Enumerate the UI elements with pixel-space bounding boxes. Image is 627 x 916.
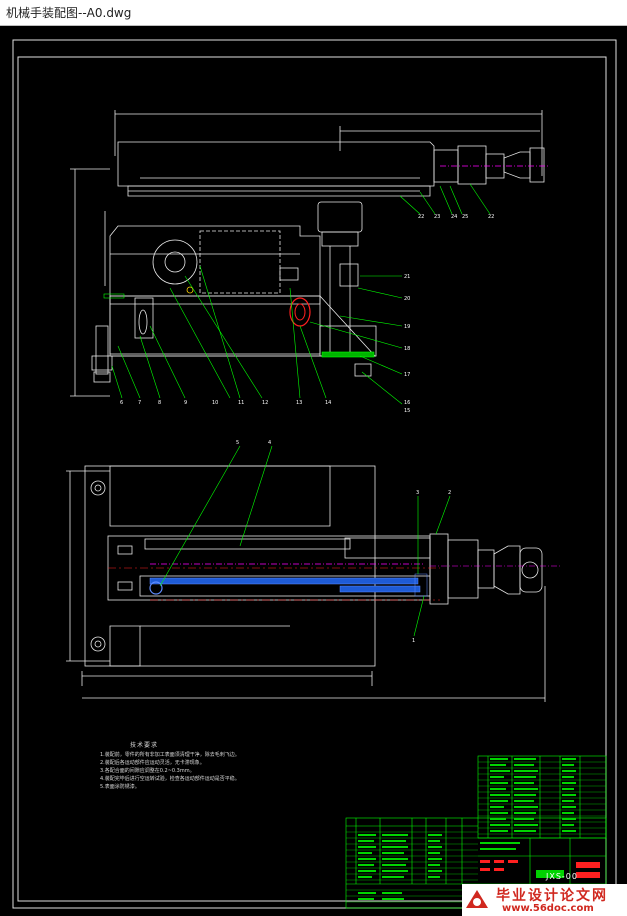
svg-text:1: 1 bbox=[412, 638, 415, 644]
svg-text:3: 3 bbox=[416, 490, 419, 496]
svg-text:17: 17 bbox=[404, 372, 410, 378]
watermark-url: www.56doc.com bbox=[502, 903, 594, 914]
plan-view-leaders bbox=[159, 445, 451, 637]
svg-text:22: 22 bbox=[488, 214, 494, 220]
svg-text:11: 11 bbox=[238, 400, 244, 406]
parts-list-rows bbox=[346, 761, 606, 903]
svg-text:21: 21 bbox=[404, 274, 410, 280]
parts-list-text-blocks bbox=[358, 758, 576, 900]
front-view bbox=[70, 110, 548, 397]
svg-text:9: 9 bbox=[184, 400, 187, 406]
svg-text:2: 2 bbox=[448, 490, 451, 496]
svg-text:14: 14 bbox=[325, 400, 331, 406]
window-title: 机械手装配图--A0.dwg bbox=[6, 6, 132, 20]
svg-text:13: 13 bbox=[296, 400, 302, 406]
svg-text:20: 20 bbox=[404, 296, 410, 302]
drawing-code: JXS-00 bbox=[546, 872, 578, 881]
window-titlebar: 机械手装配图--A0.dwg bbox=[0, 0, 627, 26]
drawing-frame bbox=[12, 39, 617, 909]
tech-requirement-line: 2.装配后各运动部件应运动灵活，无卡滞现象。 bbox=[100, 760, 205, 766]
svg-text:19: 19 bbox=[404, 324, 410, 330]
plan-view-blue-cylinder bbox=[149, 573, 428, 597]
svg-text:12: 12 bbox=[262, 400, 268, 406]
plan-view-part-numbers: 5 4 3 2 1 bbox=[236, 440, 451, 644]
front-view-leaders bbox=[111, 183, 491, 405]
tech-requirement-line: 5.表面涂防锈漆。 bbox=[100, 784, 140, 790]
title-block-red-markers bbox=[480, 860, 600, 878]
watermark-logo-icon bbox=[466, 890, 488, 908]
plan-view-centerlines bbox=[108, 565, 560, 601]
svg-text:15: 15 bbox=[404, 408, 410, 414]
watermark-text: 毕业设计论文网 bbox=[496, 888, 608, 904]
svg-text:7: 7 bbox=[138, 400, 141, 406]
front-view-green bbox=[103, 293, 375, 358]
tech-requirements-heading: 技术要求 bbox=[130, 742, 159, 749]
svg-text:25: 25 bbox=[462, 214, 468, 220]
svg-text:4: 4 bbox=[268, 440, 271, 446]
svg-text:24: 24 bbox=[451, 214, 457, 220]
watermark: 毕业设计论文网 www.56doc.com bbox=[462, 884, 627, 916]
svg-text:16: 16 bbox=[404, 400, 410, 406]
front-view-part-numbers: 6 7 8 9 10 11 12 13 14 21 20 19 18 17 16 15 22 23 24… bbox=[120, 214, 494, 414]
tech-requirement-line: 3.各配合面的间隙应调整在0.2~0.3mm。 bbox=[100, 768, 195, 774]
svg-text:23: 23 bbox=[434, 214, 440, 220]
svg-text:10: 10 bbox=[212, 400, 218, 406]
svg-text:18: 18 bbox=[404, 346, 410, 352]
svg-text:6: 6 bbox=[120, 400, 123, 406]
svg-text:5: 5 bbox=[236, 440, 239, 446]
svg-text:22: 22 bbox=[418, 214, 424, 220]
svg-text:8: 8 bbox=[158, 400, 161, 406]
tech-requirement-line: 4.装配完毕后进行空运转试验，检查各运动部件运动是否平稳。 bbox=[100, 776, 240, 782]
tech-requirement-line: 1.装配前，零件的所有非加工表面须清理干净，除去毛刺飞边。 bbox=[100, 752, 240, 758]
